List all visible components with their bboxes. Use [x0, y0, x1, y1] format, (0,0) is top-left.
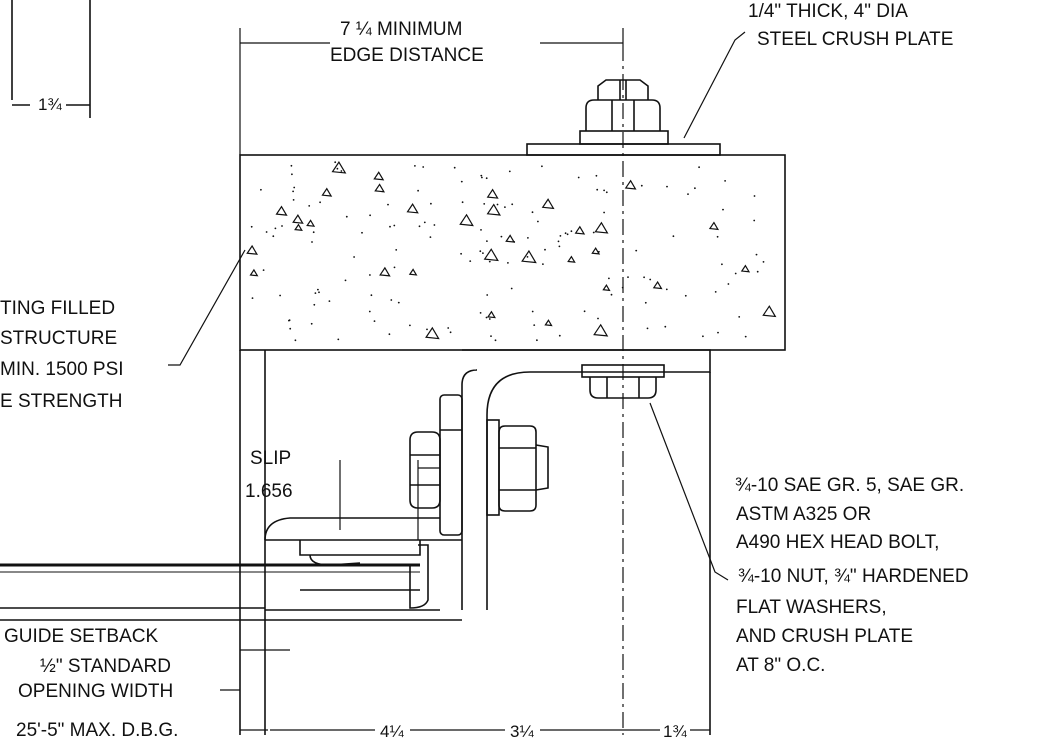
bolt-note-line1: ¾-10 SAE GR. 5, SAE GR.	[735, 475, 965, 496]
crush-plate-leader	[683, 31, 746, 139]
slip-value: 1.656	[245, 481, 293, 502]
bolt-note-line4: ¾-10 NUT, ¾" HARDENED	[738, 566, 969, 587]
partial-left-detail	[11, 0, 91, 118]
slip-label: SLIP	[250, 448, 292, 469]
dimension-4-1-4: 4¼	[380, 722, 404, 741]
edge-distance-line1: 7 ¼ MINIMUM	[340, 19, 463, 40]
dimension-3-1-4: 3¼	[510, 722, 534, 741]
guide-setback-label: GUIDE SETBACK	[4, 626, 159, 647]
guide-assembly	[0, 517, 462, 621]
fill-leader	[168, 249, 246, 366]
concrete-slab	[239, 154, 786, 351]
side-bolt	[409, 394, 549, 536]
top-left-dimension: 1¾	[38, 95, 62, 114]
opening-line2: OPENING WIDTH	[18, 681, 174, 702]
crush-plate-line1: 1/4" THICK, 4" DIA	[748, 1, 908, 22]
bolt-leader	[649, 402, 729, 581]
fill-note-line3: MIN. 1500 PSI	[0, 359, 124, 380]
dbg-dimension: 25'-5" MAX. D.B.G.	[16, 720, 179, 741]
bolt-note-line7: AT 8" O.C.	[736, 655, 826, 676]
dimension-1-3-4: 1¾	[663, 722, 687, 741]
angle-bracket	[440, 349, 711, 610]
opening-line1: ½" STANDARD	[40, 656, 171, 677]
fill-note-line1: TING FILLED	[0, 298, 116, 319]
edge-distance-line2: EDGE DISTANCE	[330, 45, 484, 66]
crush-plate-line2: STEEL CRUSH PLATE	[757, 29, 954, 50]
slip-dimension	[339, 460, 440, 540]
bolt-note-line6: AND CRUSH PLATE	[736, 626, 914, 647]
edge-distance-dimension	[239, 28, 624, 155]
bolt-note-line5: FLAT WASHERS,	[736, 597, 887, 618]
bottom-dimensions	[220, 649, 710, 731]
bolt-note-line3: A490 HEX HEAD BOLT,	[736, 532, 940, 553]
bottom-nut	[581, 364, 665, 399]
fill-note-line4: E STRENGTH	[0, 391, 123, 412]
fill-note-line2: STRUCTURE	[0, 328, 118, 349]
bolt-note-line2: ASTM A325 OR	[736, 504, 872, 525]
